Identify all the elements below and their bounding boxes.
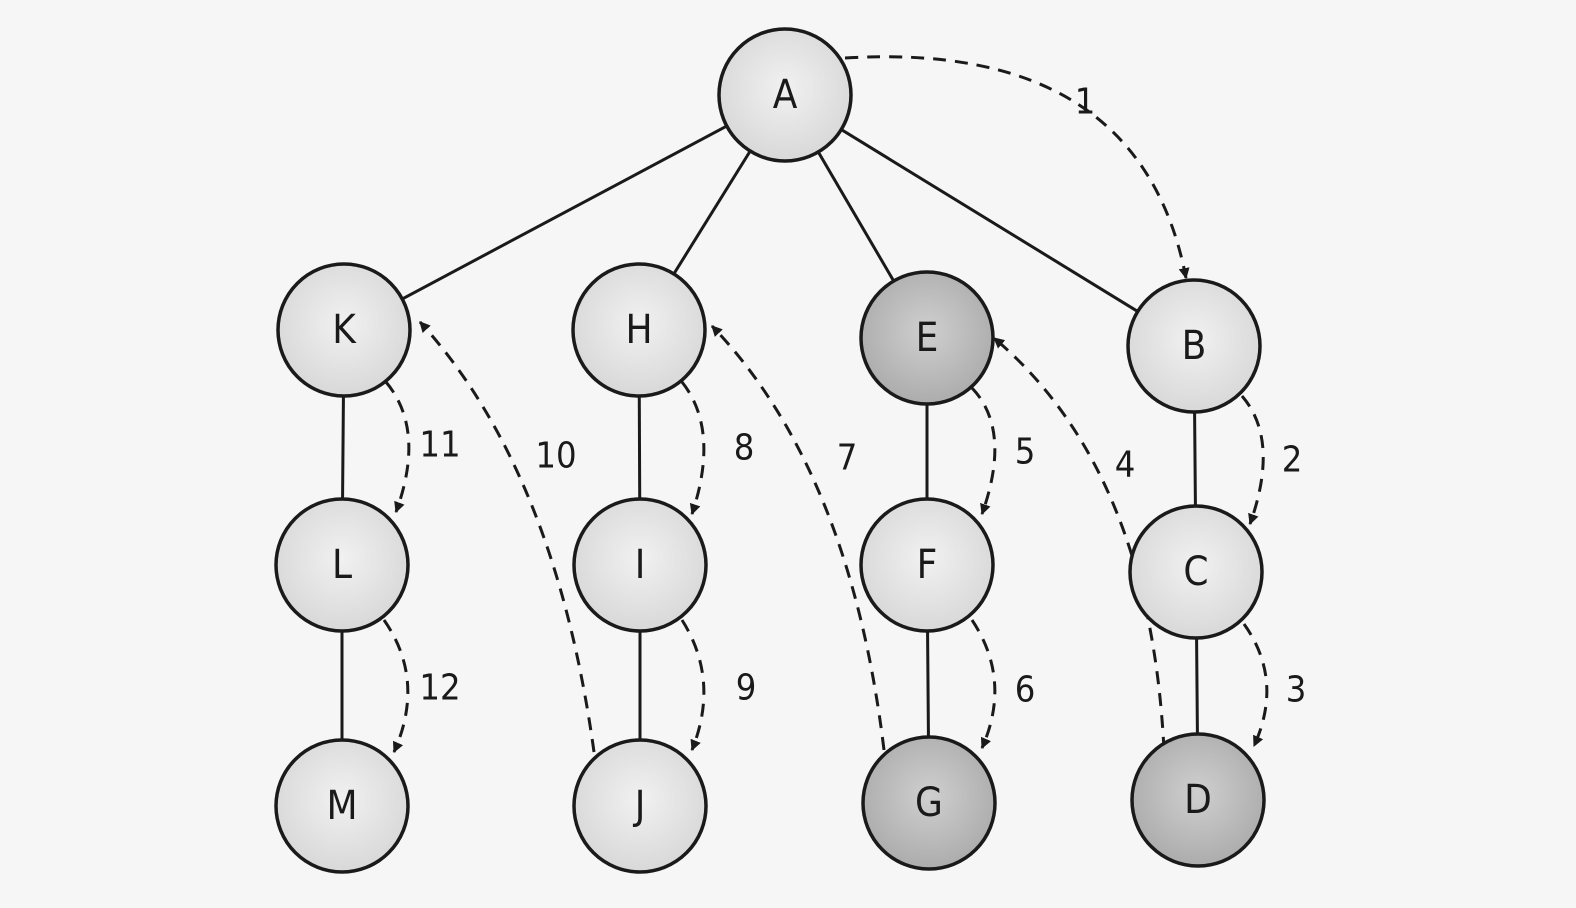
tree-edges <box>340 93 1200 806</box>
node-circle-l <box>274 497 410 633</box>
step-label-1: 1 <box>1075 82 1096 123</box>
step-arrow-3 <box>1242 623 1269 748</box>
node-label-f: F <box>917 542 938 588</box>
node-circle-g <box>861 735 997 871</box>
node-label-k: K <box>332 307 357 353</box>
node-circle-a <box>717 27 853 163</box>
step-arrow-5 <box>970 386 997 516</box>
node-k: K <box>276 262 412 398</box>
tree-nodes: A K H E B L I F C M J G D <box>274 27 1266 874</box>
step-label-11: 11 <box>419 425 460 466</box>
node-g: G <box>861 735 997 871</box>
step-arrow-12 <box>382 619 410 754</box>
step-label-10: 10 <box>535 436 576 477</box>
node-b: B <box>1126 278 1262 414</box>
node-circle-k <box>276 262 412 398</box>
node-d: D <box>1130 732 1266 868</box>
node-circle-d <box>1130 732 1266 868</box>
node-m: M <box>274 738 410 874</box>
node-label-b: B <box>1182 323 1207 369</box>
step-arrow-8 <box>680 381 706 516</box>
step-arrow-4 <box>993 336 1166 751</box>
node-circle-i <box>572 497 708 633</box>
edge-a-b <box>784 93 1195 348</box>
node-e: E <box>859 270 995 406</box>
node-label-m: M <box>326 783 357 829</box>
node-circle-h <box>571 262 707 398</box>
node-label-e: E <box>916 315 939 361</box>
node-j: J <box>572 738 708 874</box>
step-arrow-9 <box>680 619 706 752</box>
node-label-h: H <box>625 307 652 353</box>
node-circle-j <box>572 738 708 874</box>
step-label-6: 6 <box>1015 670 1036 711</box>
node-i: I <box>572 497 708 633</box>
node-label-d: D <box>1184 777 1212 823</box>
step-label-12: 12 <box>419 668 460 709</box>
step-label-9: 9 <box>736 668 757 709</box>
step-label-7: 7 <box>837 438 858 479</box>
traversal-steps <box>382 55 1269 754</box>
node-a: A <box>717 27 853 163</box>
node-circle-b <box>1126 278 1262 414</box>
step-arrow-2 <box>1240 395 1265 526</box>
node-h: H <box>571 262 707 398</box>
node-circle-c <box>1128 504 1264 640</box>
node-circle-m <box>274 738 410 874</box>
step-label-2: 2 <box>1282 440 1303 481</box>
node-f: F <box>859 497 995 633</box>
step-label-8: 8 <box>734 428 755 469</box>
node-label-i: I <box>635 542 646 588</box>
node-label-l: L <box>332 542 352 588</box>
step-label-5: 5 <box>1015 432 1036 473</box>
edge-a-k <box>343 93 786 332</box>
node-label-g: G <box>915 780 943 826</box>
node-label-j: J <box>633 783 646 829</box>
step-arrow-10 <box>418 320 596 753</box>
step-arrow-11 <box>384 381 411 514</box>
step-label-3: 3 <box>1286 670 1307 711</box>
step-arrow-6 <box>970 619 997 750</box>
node-label-c: C <box>1183 549 1208 595</box>
node-c: C <box>1128 504 1264 640</box>
node-l: L <box>274 497 410 633</box>
node-label-a: A <box>773 72 798 118</box>
step-arrow-7 <box>710 324 886 751</box>
step-arrow-1 <box>844 55 1190 280</box>
step-label-4: 4 <box>1115 445 1136 486</box>
node-circle-f <box>859 497 995 633</box>
node-circle-e <box>859 270 995 406</box>
